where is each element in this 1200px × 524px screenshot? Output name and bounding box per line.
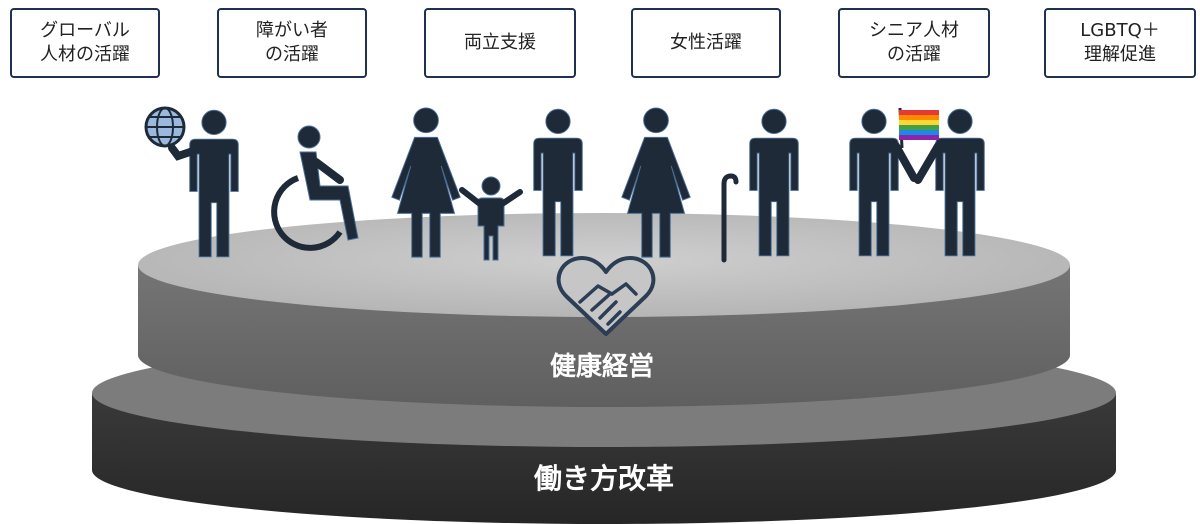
category-line2: 人材の活躍: [40, 44, 130, 65]
upper-stage: [138, 213, 1070, 407]
lower-stage-label: 働き方改革: [533, 462, 674, 495]
person-senior: [721, 108, 799, 263]
handshake-heart-icon: [556, 256, 656, 336]
person-child: [459, 176, 523, 261]
category-box-senior: シニア人材 の活躍: [838, 8, 990, 78]
category-box-disability: 障がい者 の活躍: [217, 8, 367, 78]
category-line1: 女性活躍: [670, 32, 742, 53]
globe-icon: [144, 106, 186, 148]
upper-stage-label: 健康経営: [550, 351, 654, 382]
category-line1: グローバル: [40, 20, 130, 41]
person-global: [144, 106, 239, 258]
category-box-work-life-support: 両立支援: [424, 8, 576, 78]
category-line1: 両立支援: [464, 32, 536, 53]
category-line2: 理解促進: [1084, 44, 1156, 65]
wheelchair-icon: [271, 125, 359, 251]
person-lgbtq-right: [914, 108, 985, 257]
category-line2: の活躍: [887, 44, 941, 65]
category-box-global: グローバル 人材の活躍: [10, 8, 160, 78]
category-line1: LGBTQ＋: [1080, 20, 1160, 41]
category-line2: の活躍: [265, 44, 319, 65]
category-box-lgbtq: LGBTQ＋ 理解促進: [1044, 8, 1196, 78]
category-line1: 障がい者: [256, 20, 328, 41]
cane-icon: [721, 173, 739, 263]
category-box-women: 女性活躍: [631, 8, 781, 78]
person-lgbtq-left: [849, 108, 918, 257]
category-line1: シニア人材: [869, 20, 959, 41]
rainbow-flag-icon: [898, 107, 939, 149]
